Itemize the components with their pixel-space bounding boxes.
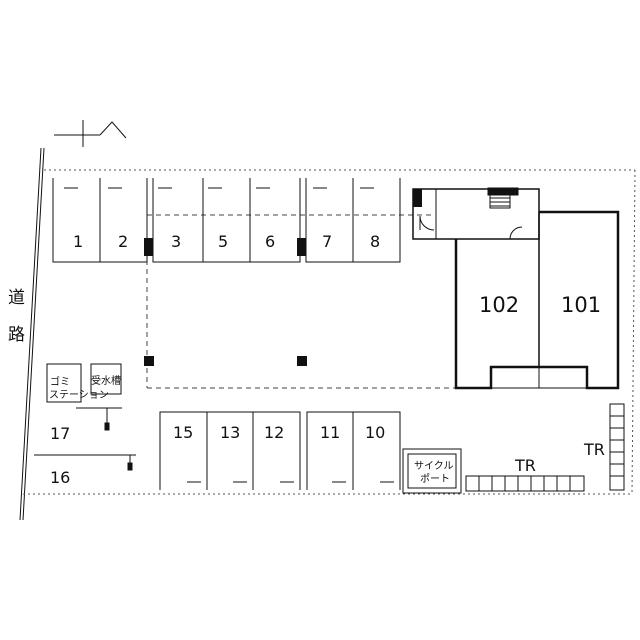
parking-6: 6 <box>265 232 275 251</box>
parking-bottom-row <box>159 411 401 490</box>
tr-bottom-tiles <box>465 475 585 492</box>
tr-right-tiles <box>609 403 625 491</box>
garbage-station-label-1: ゴミ <box>50 375 70 388</box>
parking-1: 1 <box>73 232 83 251</box>
garbage-station-label-2: ステーション <box>49 390 109 401</box>
parking-top-labels: 1 2 3 5 6 7 8 <box>73 232 380 251</box>
parking-16: 16 <box>50 468 70 487</box>
pillars <box>144 189 422 366</box>
parking-top-row <box>52 178 401 263</box>
tr-bottom-label: TR <box>514 456 536 475</box>
tr-right-label: TR <box>583 440 605 459</box>
property-boundary <box>23 169 636 495</box>
parking-5: 5 <box>218 232 228 251</box>
entrance-block <box>412 187 540 240</box>
parking-12: 12 <box>264 423 284 442</box>
road-edge <box>19 147 45 521</box>
parking-2: 2 <box>118 232 128 251</box>
parking-10: 10 <box>365 423 385 442</box>
unit-102-label: 102 <box>479 293 519 317</box>
parking-13: 13 <box>220 423 240 442</box>
unit-buildings <box>454 210 620 390</box>
parking-3: 3 <box>171 232 181 251</box>
facility-boxes <box>34 363 136 471</box>
parking-bottom-labels: 15 13 12 11 10 <box>173 423 385 442</box>
parking-7: 7 <box>322 232 332 251</box>
water-tank-label: 受水槽 <box>91 374 121 387</box>
cycle-port <box>402 448 462 494</box>
parking-17: 17 <box>50 424 70 443</box>
unit-101-label: 101 <box>561 293 601 317</box>
road-label-bottom: 路 <box>8 325 25 345</box>
north-arrow-icon <box>54 120 127 147</box>
cycle-port-label-2: ポート <box>420 473 450 485</box>
parking-8: 8 <box>370 232 380 251</box>
parking-11: 11 <box>320 423 340 442</box>
parking-15: 15 <box>173 423 193 442</box>
cycle-port-label-1: サイクル <box>414 460 454 472</box>
road-label-top: 道 <box>8 288 25 308</box>
